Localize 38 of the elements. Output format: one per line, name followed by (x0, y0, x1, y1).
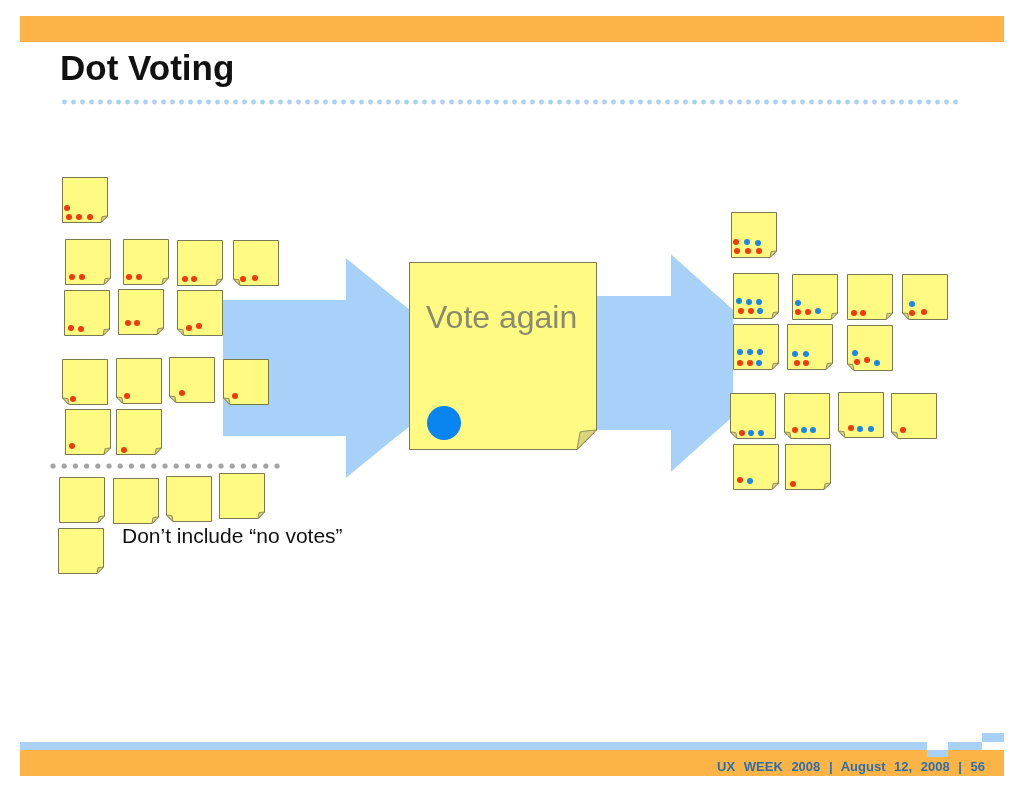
annotation-text: Don’t include “no votes” (122, 525, 343, 546)
sticky-note (838, 392, 884, 438)
sticky-note (123, 239, 169, 285)
sticky-note (113, 478, 159, 524)
sticky-note (733, 273, 779, 319)
sticky-note (223, 359, 269, 405)
sticky-note (116, 358, 162, 404)
sticky-note (118, 289, 164, 335)
sticky-note (177, 240, 223, 286)
sticky-note (902, 274, 948, 320)
sticky-note (784, 393, 830, 439)
sticky-note (733, 324, 779, 370)
sticky-note (219, 473, 265, 519)
sticky-note (785, 444, 831, 490)
footer-text: UX WEEK 2008 | August 12, 2008 | 56 (717, 760, 985, 773)
sticky-note (166, 476, 212, 522)
sticky-note (847, 274, 893, 320)
sticky-note (64, 290, 110, 336)
sticky-note (733, 444, 779, 490)
sticky-note (116, 409, 162, 455)
sticky-note (792, 274, 838, 320)
sticky-note (65, 409, 111, 455)
sticky-note (233, 240, 279, 286)
sticky-note (731, 212, 777, 258)
sticky-note (62, 359, 108, 405)
sticky-note (847, 325, 893, 371)
sticky-note (177, 290, 223, 336)
sticky-note (62, 177, 108, 223)
sticky-note (65, 239, 111, 285)
sticky-note (59, 477, 105, 523)
slide-title: Dot Voting (60, 50, 235, 85)
note-text: Vote again (426, 301, 578, 333)
sticky-note (409, 262, 597, 450)
sticky-note (169, 357, 215, 403)
sticky-note (891, 393, 937, 439)
sticky-note (787, 324, 833, 370)
sticky-note (730, 393, 776, 439)
sticky-note (58, 528, 104, 574)
